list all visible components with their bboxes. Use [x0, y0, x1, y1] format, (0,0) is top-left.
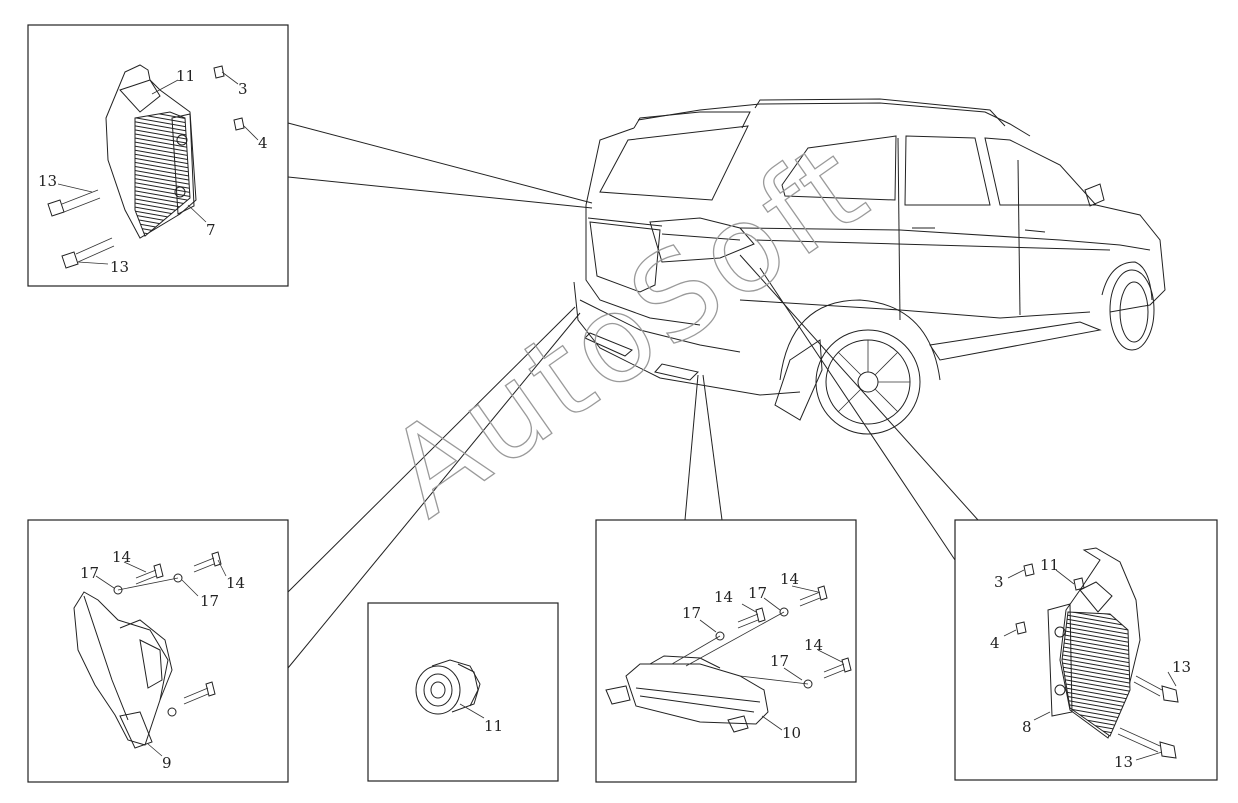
leader-lines — [287, 122, 979, 669]
label-7: 7 — [206, 221, 216, 239]
label-14-upper: 14 — [112, 548, 131, 566]
label-17-right: 17 — [200, 592, 219, 610]
label-4: 4 — [258, 134, 268, 152]
label-13-lower: 13 — [1114, 753, 1133, 771]
label-17-b: 17 — [748, 584, 767, 602]
panel-center-reverse-lamp: 17 14 17 14 17 14 10 — [595, 519, 857, 783]
label-17-c: 17 — [770, 652, 789, 670]
panel-right-reflector: 3 11 4 13 8 13 — [954, 519, 1218, 781]
label-11: 11 — [1040, 556, 1059, 574]
label-17-left: 17 — [80, 564, 99, 582]
label-13-lower: 13 — [110, 258, 129, 276]
panel-left-rear-fog-lamp: 17 14 17 14 9 — [27, 519, 289, 783]
label-3: 3 — [994, 573, 1004, 591]
label-11: 11 — [176, 67, 195, 85]
label-14-b: 14 — [780, 570, 799, 588]
label-4: 4 — [990, 634, 1000, 652]
label-13-upper: 13 — [1172, 658, 1191, 676]
watermark-text: AutoSoft — [365, 116, 893, 544]
label-17-a: 17 — [682, 604, 701, 622]
panel-clip: 11 — [367, 602, 559, 782]
label-10: 10 — [782, 724, 801, 742]
label-3: 3 — [238, 80, 248, 98]
vehicle-rear-three-quarter — [573, 98, 1166, 435]
label-11: 11 — [484, 717, 503, 735]
label-14-c: 14 — [804, 636, 823, 654]
panel-left-reflector: 11 3 4 13 7 13 — [27, 24, 289, 287]
label-14-a: 14 — [714, 588, 733, 606]
label-9: 9 — [162, 754, 172, 772]
label-14-right: 14 — [226, 574, 245, 592]
label-8: 8 — [1022, 718, 1032, 736]
label-13-upper: 13 — [38, 172, 57, 190]
